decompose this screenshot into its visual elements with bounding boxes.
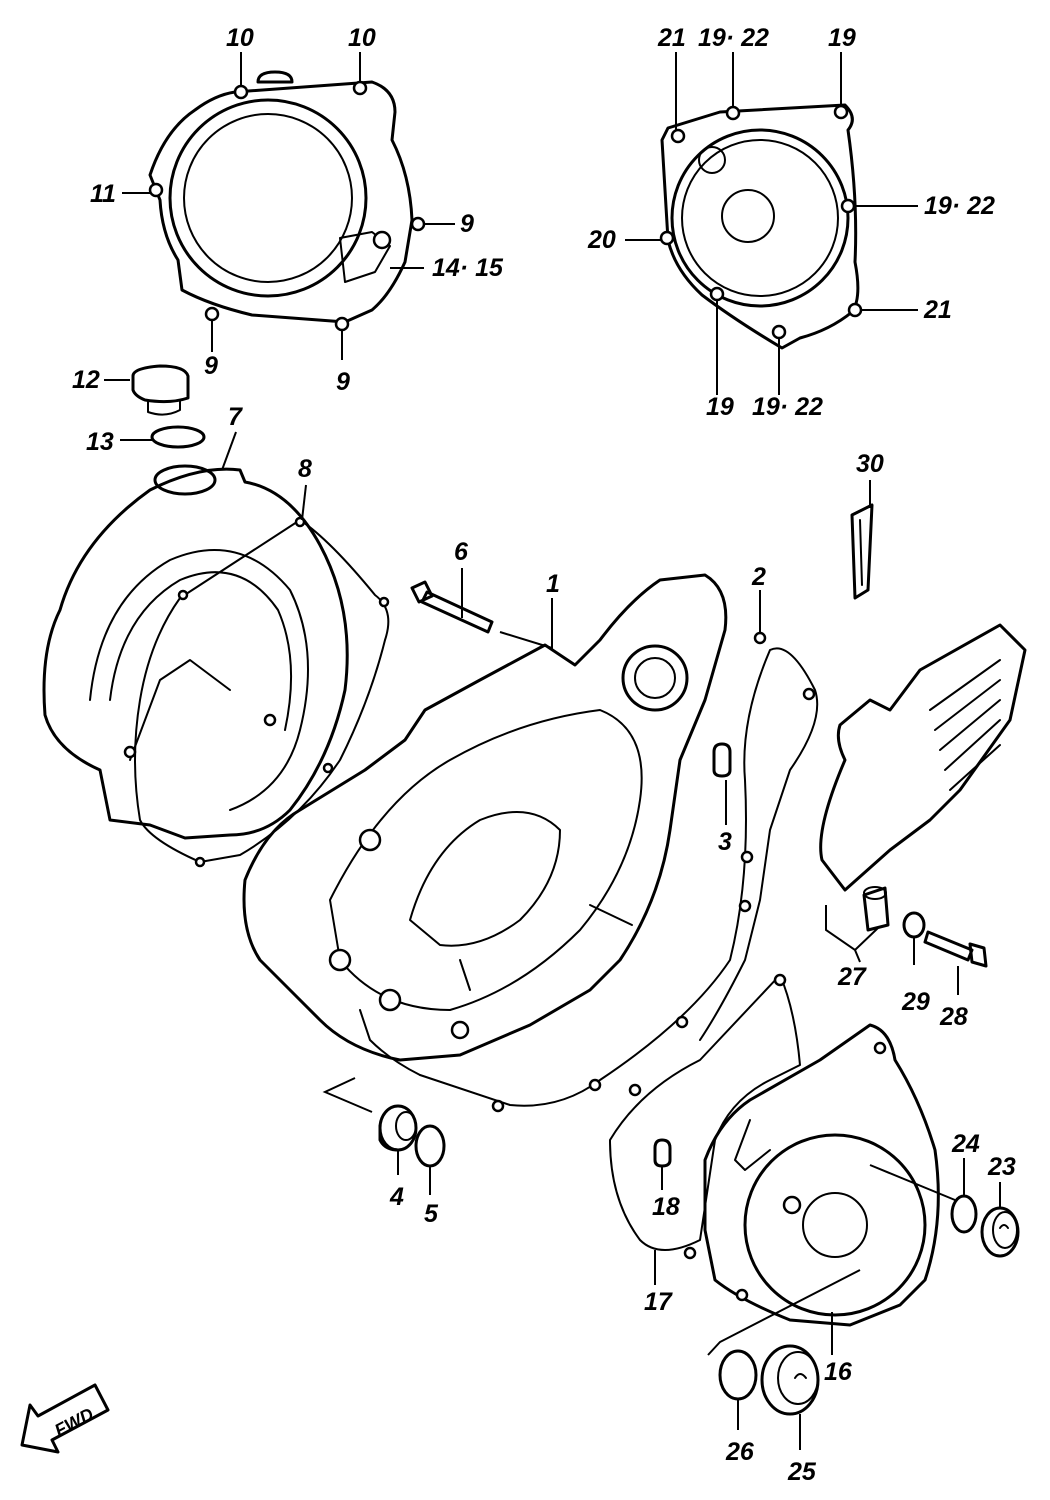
callout-5: 5 (424, 1200, 439, 1228)
callout-23: 23 (987, 1153, 1016, 1181)
callout-25: 25 (787, 1458, 817, 1486)
clamp-30 (850, 503, 874, 600)
bolt-28 (923, 930, 988, 968)
callout-19-22: 19· 22 (924, 192, 995, 220)
callout-27: 27 (837, 963, 867, 991)
callout-19-22: 19· 22 (752, 393, 823, 421)
callout-10: 10 (226, 24, 254, 52)
generator-cover (659, 103, 863, 350)
callout-labels: 10 10 11 9 14· 15 9 9 21 19· 22 19 19· 2… (72, 24, 1016, 1486)
callout-18: 18 (652, 1193, 680, 1221)
callout-28: 28 (939, 1003, 968, 1031)
dowel-pin-3 (712, 742, 732, 778)
clutch-cover-gasket (134, 516, 390, 868)
callout-4: 4 (389, 1183, 404, 1211)
callout-16: 16 (824, 1358, 853, 1386)
callout-26: 26 (725, 1438, 755, 1466)
callout-3: 3 (718, 828, 732, 856)
callout-9: 9 (336, 368, 350, 396)
callout-12: 12 (72, 366, 100, 394)
gear-cover-16 (703, 1023, 940, 1327)
callout-14-15: 14· 15 (432, 254, 504, 282)
callout-1: 1 (546, 570, 560, 598)
oil-seal-4 (378, 1104, 418, 1152)
callout-11: 11 (90, 180, 116, 208)
gear-cover-gasket-17 (609, 973, 801, 1260)
callout-19-22: 19· 22 (698, 24, 769, 52)
chain-guard-27 (819, 623, 1027, 932)
plug-25 (760, 1344, 820, 1416)
crankcase-cover (242, 573, 728, 1062)
fwd-label: FWD (51, 1404, 97, 1441)
washer-29 (902, 911, 926, 939)
callout-2: 2 (751, 563, 766, 591)
oil-filler-cap (131, 364, 206, 449)
callout-7: 7 (228, 403, 243, 431)
callout-19: 19 (706, 393, 734, 421)
o-ring-24 (950, 1194, 978, 1234)
o-ring-26 (718, 1349, 758, 1401)
crankcase-cover-gasket (359, 631, 819, 1113)
callout-21: 21 (657, 24, 686, 52)
circlip-5 (414, 1124, 446, 1168)
callout-13: 13 (86, 428, 114, 456)
callout-17: 17 (644, 1288, 673, 1316)
callout-9: 9 (204, 352, 218, 380)
callout-24: 24 (951, 1130, 980, 1158)
forward-arrow-icon (20, 1383, 110, 1454)
callout-30: 30 (856, 450, 884, 478)
callout-9: 9 (460, 210, 474, 238)
callout-10: 10 (348, 24, 376, 52)
leader-lines (104, 52, 1001, 1450)
forward-direction-marker: FWD (20, 1383, 110, 1454)
outer-clutch-cover (42, 464, 349, 840)
clutch-cover (148, 70, 426, 332)
plug-23 (980, 1206, 1020, 1258)
bolt-6 (410, 580, 494, 634)
dowel-pin-18 (653, 1138, 672, 1168)
callout-29: 29 (901, 988, 930, 1016)
callout-8: 8 (298, 455, 312, 483)
callout-19: 19 (828, 24, 856, 52)
callout-20: 20 (587, 226, 616, 254)
callout-6: 6 (454, 538, 469, 566)
callout-21: 21 (923, 296, 952, 324)
